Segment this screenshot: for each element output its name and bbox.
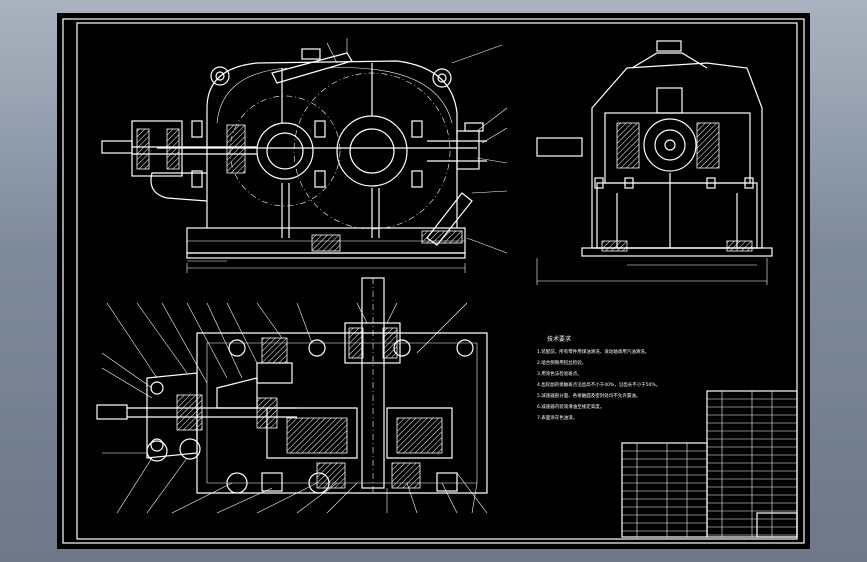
front-view [101, 38, 508, 273]
title-block [621, 390, 798, 538]
note-line: 2.啮合侧隙用铅丝检验。 [537, 359, 586, 366]
note-line: 7.表面涂灰色油漆。 [537, 414, 577, 421]
inner-frame [76, 22, 798, 540]
technical-notes: 技术要求 1.装配前，所有零件用煤油清洗，滚动轴承用汽油清洗。 2.啮合侧隙用铅… [537, 335, 660, 421]
assembly-drawing: 技术要求 1.装配前，所有零件用煤油清洗，滚动轴承用汽油清洗。 2.啮合侧隙用铅… [62, 18, 805, 544]
side-view [536, 40, 773, 285]
drawing-canvas[interactable]: 技术要求 1.装配前，所有零件用煤油清洗，滚动轴承用汽油清洗。 2.啮合侧隙用铅… [57, 13, 810, 549]
note-line: 1.装配前，所有零件用煤油清洗，滚动轴承用汽油清洗。 [537, 348, 649, 355]
note-line: 5.减速器剖分面、各接触面及密封处均不允许漏油。 [537, 392, 640, 399]
note-line: 6.减速器内装润滑油至规定高度。 [537, 403, 604, 410]
note-line: 3.用涂色法检验斑点。 [537, 370, 582, 377]
outer-frame [62, 18, 805, 544]
top-view [96, 277, 488, 514]
note-line: 4.齿轮副的接触斑点沿齿高不小于40%，沿齿长不小于50%。 [537, 381, 660, 388]
notes-title: 技术要求 [547, 335, 571, 343]
